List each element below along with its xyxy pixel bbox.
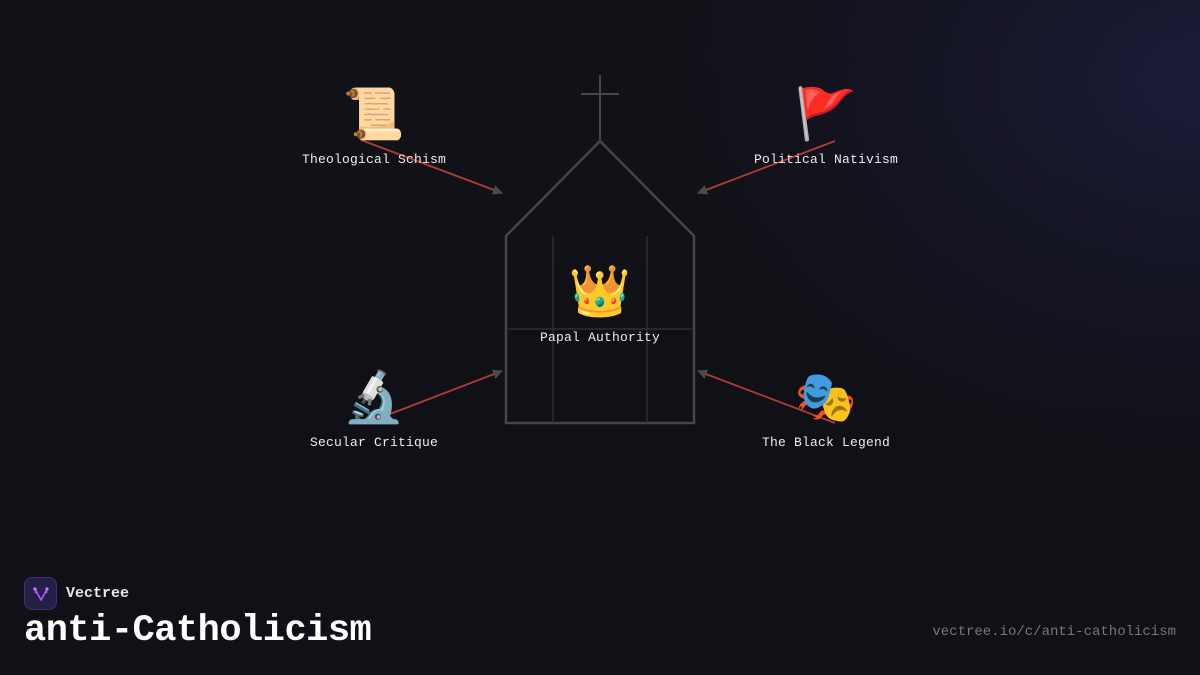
red-flag-icon: 🚩	[794, 85, 858, 143]
edge-political-nativism	[697, 140, 836, 195]
node-political-nativism[interactable]: 🚩 Political Nativism	[754, 86, 898, 167]
crown-icon: 👑	[568, 262, 632, 320]
edge-secular-critique	[389, 369, 503, 415]
edges	[360, 139, 836, 424]
page-title: anti-Catholicism	[24, 610, 372, 652]
brand-name: Vectree	[66, 585, 130, 602]
center-node-papal-authority[interactable]: 👑 Papal Authority	[540, 263, 660, 345]
node-label: Political Nativism	[753, 152, 899, 167]
church-body	[504, 139, 696, 425]
brand[interactable]: Vectree	[24, 577, 129, 610]
edge-theological-schism	[360, 139, 503, 195]
node-label: Theological Schism	[301, 152, 447, 167]
node-theological-schism[interactable]: 📜 Theological Schism	[302, 86, 446, 167]
church-outline	[504, 75, 696, 425]
node-secular-critique[interactable]: 🔬 Secular Critique	[310, 369, 438, 450]
theater-masks-icon: 🎭	[794, 368, 858, 426]
node-label: The Black Legend	[761, 435, 891, 450]
microscope-icon: 🔬	[342, 368, 406, 426]
page-url[interactable]: vectree.io/c/anti-catholicism	[932, 624, 1176, 640]
scroll-icon: 📜	[342, 85, 406, 143]
node-label: Papal Authority	[539, 330, 661, 345]
node-label: Secular Critique	[309, 435, 439, 450]
edge-black-legend	[697, 369, 836, 424]
vectree-logo-icon	[24, 577, 57, 610]
node-black-legend[interactable]: 🎭 The Black Legend	[762, 369, 890, 450]
